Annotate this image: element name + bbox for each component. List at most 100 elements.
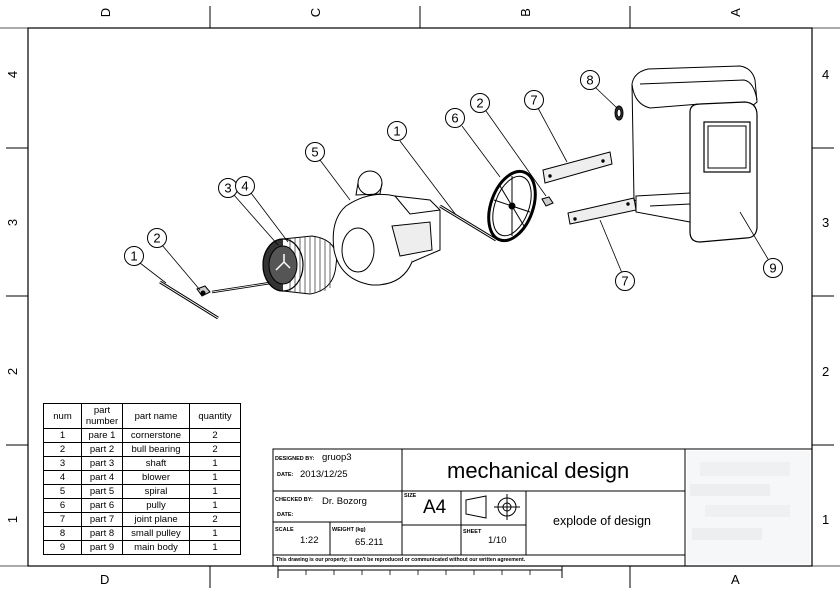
bom-cell-part-number: part 7 xyxy=(81,512,123,527)
callout-number: 1 xyxy=(130,249,137,264)
zone-label-left-2: 2 xyxy=(5,367,21,376)
bom-cell-part-number: part 4 xyxy=(81,470,123,485)
cornerstone-left xyxy=(159,280,219,320)
bom-cell-part-number: part 8 xyxy=(81,526,123,541)
callout-number: 2 xyxy=(476,96,483,111)
bom-cell-quantity: 1 xyxy=(189,526,241,541)
bom-cell-quantity: 1 xyxy=(189,470,241,485)
bom-header-quantity: quantity xyxy=(189,403,241,429)
bom-cell-num: 9 xyxy=(43,540,82,555)
callout-number: 7 xyxy=(621,274,628,289)
pulley xyxy=(487,169,537,243)
date-label: DATE: xyxy=(277,472,294,478)
bom-header-part-name: part name xyxy=(122,403,190,429)
leader-lines xyxy=(139,87,769,291)
sheet-value: 1/10 xyxy=(488,535,507,546)
zone-label-bottom-d: D xyxy=(100,572,110,587)
bom-cell-quantity: 2 xyxy=(189,442,241,457)
zone-label-left-1: 1 xyxy=(5,515,21,524)
callout-balloon: 8 xyxy=(580,70,600,90)
title-block-frame xyxy=(272,448,813,578)
scale-label: SCALE xyxy=(275,527,294,533)
callout-number: 6 xyxy=(451,111,458,126)
bom-header-part-number: part number xyxy=(81,403,123,429)
callout-number: 2 xyxy=(153,231,160,246)
drawing-subtitle: explode of design xyxy=(553,514,651,528)
bom-cell-num: 7 xyxy=(43,512,82,527)
callout-number: 3 xyxy=(224,181,231,196)
bom-cell-part-name: bull bearing xyxy=(122,442,190,457)
zone-label-left-4: 4 xyxy=(5,70,21,79)
spiral-casing xyxy=(332,170,441,286)
main-body xyxy=(631,65,758,243)
bom-cell-part-number: part 5 xyxy=(81,484,123,499)
size-label: SIZE xyxy=(404,493,417,499)
disclaimer-text: This drawing is our property; it can't b… xyxy=(276,557,526,563)
bom-cell-part-number: part 2 xyxy=(81,442,123,457)
bom-cell-quantity: 1 xyxy=(189,456,241,471)
date-value: 2013/12/25 xyxy=(300,469,348,480)
callout-balloon: 3 xyxy=(218,178,238,198)
zone-label-top-d: D xyxy=(98,7,114,18)
checked-by-value: Dr. Bozorg xyxy=(322,496,367,507)
callout-balloon: 2 xyxy=(147,228,167,248)
size-value: A4 xyxy=(423,497,447,518)
zone-label-left-3: 3 xyxy=(5,218,21,227)
zone-label-top-b: B xyxy=(517,8,533,17)
bom-cell-part-number: part 9 xyxy=(81,540,123,555)
callout-balloon: 7 xyxy=(615,271,635,291)
callout-balloon: 4 xyxy=(235,176,255,196)
callout-number: 7 xyxy=(530,93,537,108)
zone-label-right-1: 1 xyxy=(822,512,830,527)
joint-plane-top xyxy=(542,151,613,184)
callout-number: 5 xyxy=(311,145,318,160)
checked-by-label: CHECKED BY: xyxy=(275,497,313,503)
date2-label: DATE: xyxy=(277,512,294,518)
bom-header-num: num xyxy=(43,403,82,429)
callout-number: 9 xyxy=(769,261,776,276)
callout-number: 8 xyxy=(586,73,593,88)
bom-cell-quantity: 2 xyxy=(189,512,241,527)
bom-cell-part-name: joint plane xyxy=(122,512,190,527)
zone-label-bottom-a: A xyxy=(731,572,740,587)
bom-cell-part-name: cornerstone xyxy=(122,428,190,443)
callout-balloon: 1 xyxy=(124,246,144,266)
callout-balloon: 5 xyxy=(305,142,325,162)
joint-plane-bottom xyxy=(567,197,637,225)
designed-by-value: gruop3 xyxy=(322,452,352,463)
drawing-title: mechanical design xyxy=(447,458,630,483)
callout-balloon: 9 xyxy=(763,258,783,278)
projection-symbol-icon xyxy=(465,494,520,520)
bom-cell-num: 3 xyxy=(43,456,82,471)
bom-cell-quantity: 1 xyxy=(189,540,241,555)
weight-label: WEIGHT (kg) xyxy=(332,527,366,533)
bom-cell-num: 5 xyxy=(43,484,82,499)
zone-label-top-a: A xyxy=(727,8,743,17)
bom-cell-part-name: spiral xyxy=(122,484,190,499)
small-pulley xyxy=(614,105,624,121)
bom-header-row: num part number part name quantity xyxy=(43,403,241,429)
weight-value: 65.211 xyxy=(355,537,384,548)
bom-cell-part-name: small pulley xyxy=(122,526,190,541)
designed-by-label: DESIGNED BY: xyxy=(275,456,315,462)
bom-cell-num: 4 xyxy=(43,470,82,485)
bom-cell-quantity: 2 xyxy=(189,428,241,443)
bom-cell-num: 1 xyxy=(43,428,82,443)
callout-balloon: 2 xyxy=(470,93,490,113)
zone-label-right-4: 4 xyxy=(822,67,830,82)
bom-cell-num: 6 xyxy=(43,498,82,513)
bom-cell-num: 8 xyxy=(43,526,82,541)
callout-number: 4 xyxy=(241,179,248,194)
bom-cell-part-number: pare 1 xyxy=(81,428,123,443)
bearing-right xyxy=(541,196,554,207)
zone-label-right-3: 3 xyxy=(822,215,830,230)
bom-cell-part-number: part 3 xyxy=(81,456,123,471)
bom-cell-quantity: 1 xyxy=(189,498,241,513)
